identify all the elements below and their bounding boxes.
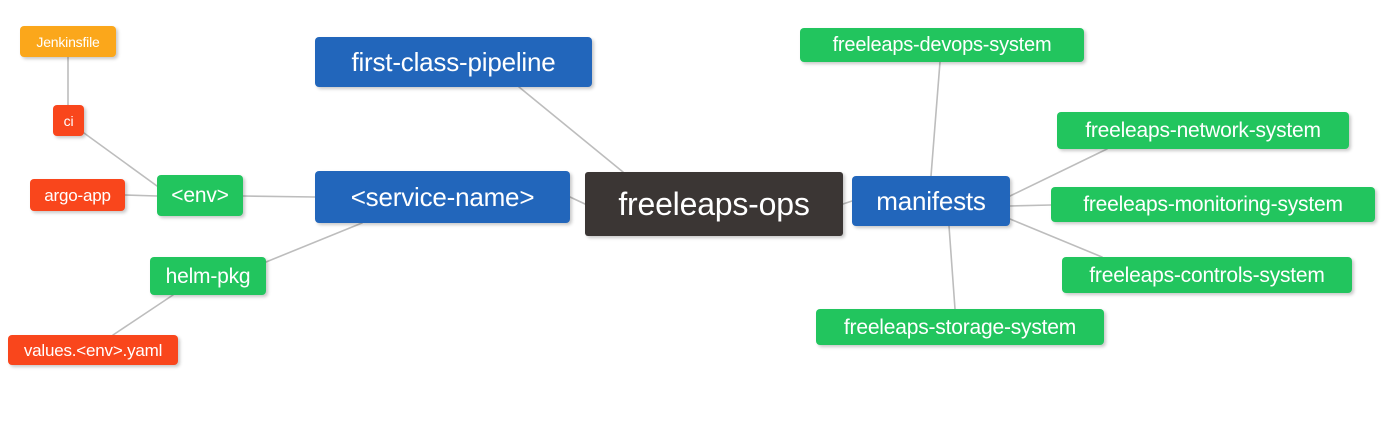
node-label: values.<env>.yaml [23,340,163,360]
node-label: Jenkinsfile [36,33,100,50]
node-values-env-yaml[interactable]: values.<env>.yaml [8,335,178,365]
node-helm-pkg[interactable]: helm-pkg [150,257,266,295]
node-freeleaps-storage-system[interactable]: freeleaps-storage-system [816,309,1104,345]
node-label: freeleaps-devops-system [832,34,1052,56]
node-label: <env> [171,184,229,207]
node-label: manifests [876,186,986,216]
node-first-class-pipeline[interactable]: first-class-pipeline [315,37,592,87]
node-label: ci [63,112,74,129]
node-freeleaps-network-system[interactable]: freeleaps-network-system [1057,112,1349,149]
node-label: first-class-pipeline [351,47,556,77]
node-freeleaps-monitoring-system[interactable]: freeleaps-monitoring-system [1051,187,1375,222]
node-env[interactable]: <env> [157,175,243,216]
node-label: freeleaps-network-system [1085,119,1321,142]
node-jenkinsfile[interactable]: Jenkinsfile [20,26,116,57]
node-label: helm-pkg [165,264,251,288]
node-manifests[interactable]: manifests [852,176,1010,226]
node-argo-app[interactable]: argo-app [30,179,125,211]
node-freeleaps-controls-system[interactable]: freeleaps-controls-system [1062,257,1352,293]
node-label: freeleaps-controls-system [1089,263,1325,287]
node-label: freeleaps-ops [618,186,810,222]
node-ci[interactable]: ci [53,105,84,136]
node-freeleaps-ops[interactable]: freeleaps-ops [585,172,843,236]
node-service-name[interactable]: <service-name> [315,171,570,223]
node-freeleaps-devops-system[interactable]: freeleaps-devops-system [800,28,1084,62]
node-label: freeleaps-monitoring-system [1083,193,1343,216]
node-label: freeleaps-storage-system [843,315,1077,339]
node-label: argo-app [44,185,111,205]
node-label: <service-name> [350,182,535,212]
